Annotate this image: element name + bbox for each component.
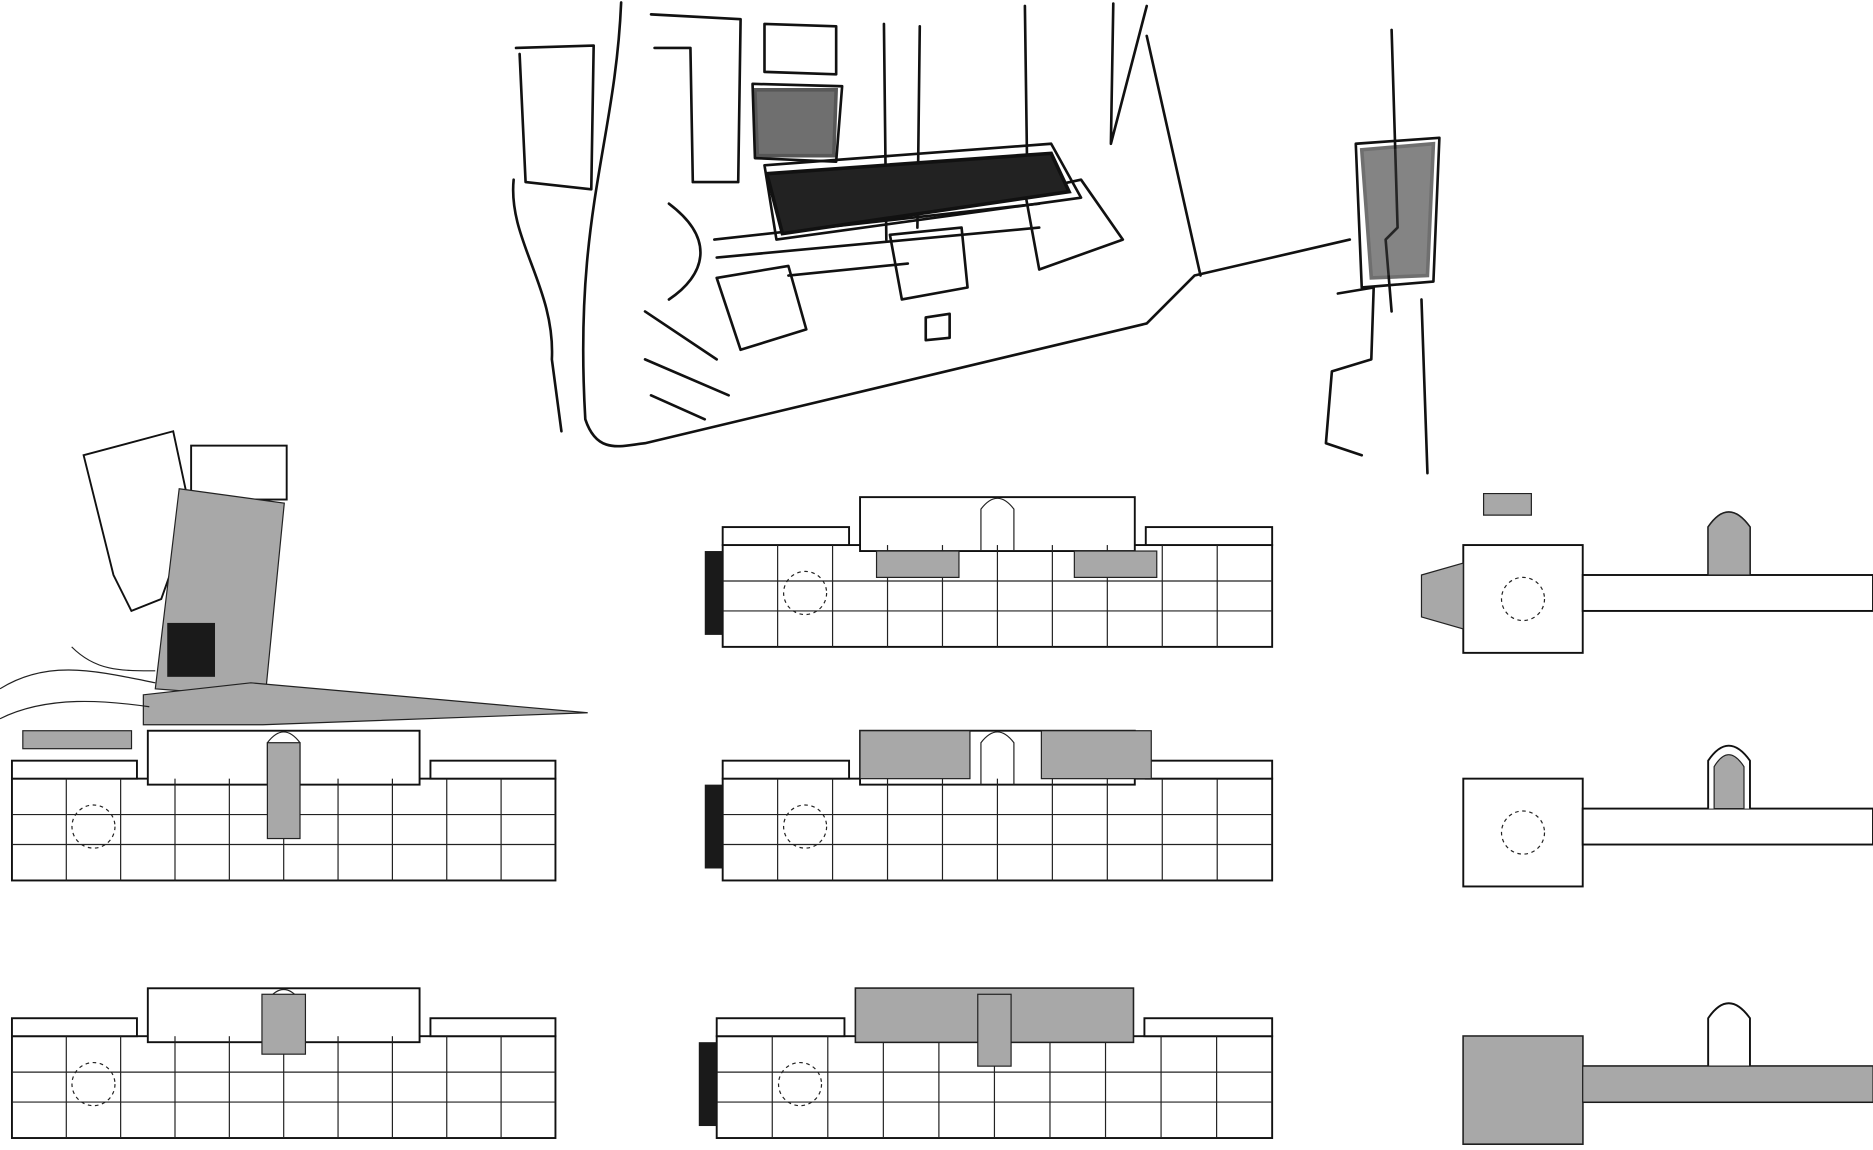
- entrance-block: [704, 551, 723, 635]
- site-sketch: [511, 1, 1441, 475]
- highlighted-area: [1040, 730, 1152, 780]
- highlighted-area: [1462, 1035, 1584, 1145]
- highlighted-area: [261, 993, 307, 1055]
- plan-option-e: [1462, 744, 1873, 888]
- highlighted-area: [1582, 1065, 1873, 1103]
- highlighted-area: [1073, 550, 1158, 578]
- plan-option-a: [704, 496, 1274, 648]
- highlighted-area: [1713, 754, 1745, 810]
- highlighted-area: [859, 730, 971, 780]
- plan-option-c: [698, 987, 1274, 1139]
- entrance-block: [704, 784, 723, 869]
- plan-existing-ground: [10, 729, 557, 882]
- plan-option-b: [704, 729, 1274, 882]
- sketch-hatching: [753, 88, 1436, 280]
- highlighted-area: [22, 730, 133, 750]
- highlighted-area: [1482, 492, 1532, 516]
- plan-option-f: [1462, 1002, 1873, 1145]
- plan-existing-upper: [10, 987, 557, 1139]
- entrance-block: [698, 1042, 717, 1127]
- highlighted-area: [875, 550, 960, 578]
- highlighted-area: [1420, 562, 1464, 630]
- highlighted-area: [977, 993, 1012, 1067]
- highlighted-area: [266, 742, 301, 840]
- highlighted-area: [1707, 511, 1751, 576]
- plan-option-d: [1420, 492, 1873, 654]
- site-plan: [0, 430, 588, 726]
